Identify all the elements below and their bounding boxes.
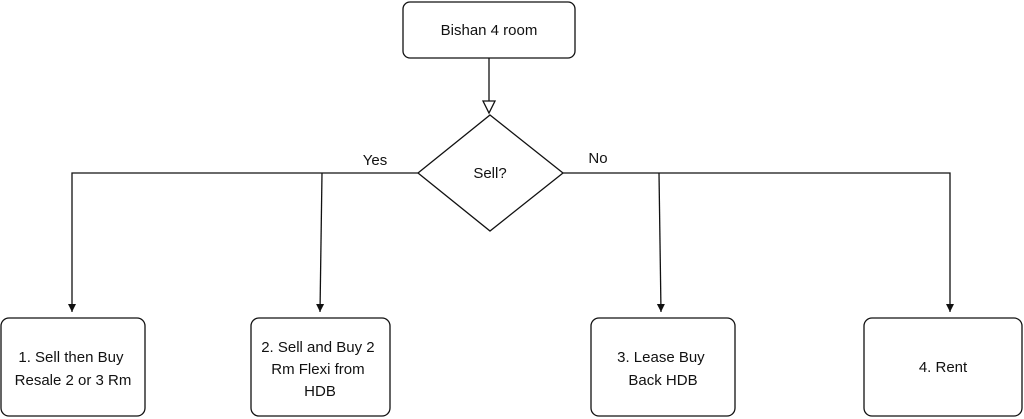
option-2-line-2: Rm Flexi from xyxy=(271,361,364,378)
option-2-line-1: 2. Sell and Buy 2 xyxy=(261,339,374,356)
option-node-4[interactable]: 4. Rent xyxy=(863,317,1023,417)
edge-yes-branch xyxy=(68,172,418,313)
no-label: No xyxy=(588,150,607,167)
start-node-label: Bishan 4 room xyxy=(441,22,538,39)
option-node-1[interactable]: 1. Sell then Buy Resale 2 or 3 Rm xyxy=(0,317,146,417)
option-1-label: 1. Sell then Buy Resale 2 or 3 Rm xyxy=(15,349,132,389)
option-1-line-2: Resale 2 or 3 Rm xyxy=(15,372,132,389)
decision-node-label: Sell? xyxy=(473,165,506,182)
option-node-3[interactable]: 3. Lease Buy Back HDB xyxy=(590,317,736,417)
option-2-line-3: HDB xyxy=(304,383,336,400)
hollow-arrowhead xyxy=(481,100,497,115)
yes-label: Yes xyxy=(363,152,387,169)
option-node-2[interactable]: 2. Sell and Buy 2 Rm Flexi from HDB xyxy=(250,317,391,417)
option-3-line-2: Back HDB xyxy=(628,372,697,389)
option-3-label: 3. Lease Buy Back HDB xyxy=(617,349,709,389)
edge-no-branch xyxy=(563,172,954,313)
decision-node[interactable]: Sell? xyxy=(416,114,565,232)
edge-start-to-decision xyxy=(481,58,497,115)
option-3-line-1: 3. Lease Buy xyxy=(617,349,705,366)
option-2-label: 2. Sell and Buy 2 Rm Flexi from HDB xyxy=(261,339,379,400)
option-4-label: 4. Rent xyxy=(919,359,968,376)
start-node[interactable]: Bishan 4 room xyxy=(402,1,576,59)
option-1-line-1: 1. Sell then Buy xyxy=(18,349,124,366)
